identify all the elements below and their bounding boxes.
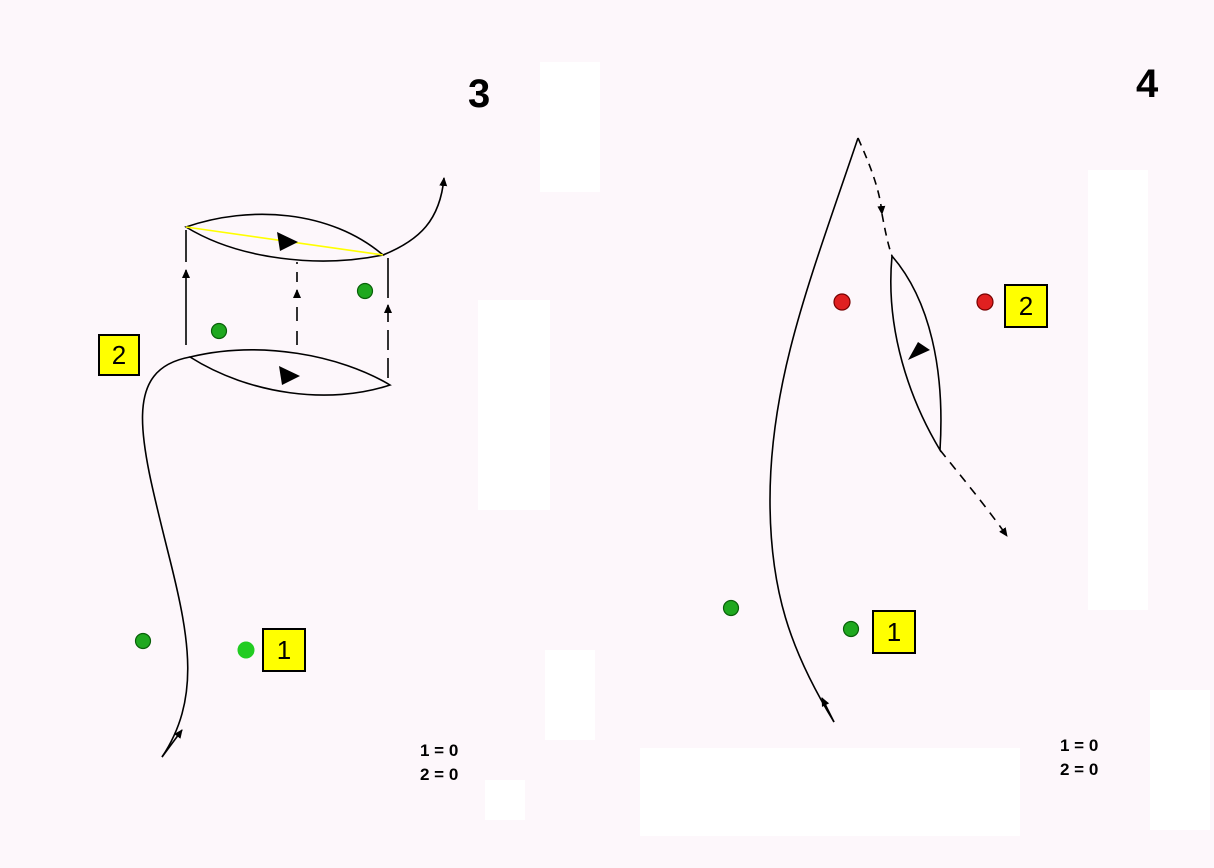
score-line-2: 2 = 0 (1060, 760, 1099, 779)
background-patch (640, 748, 1020, 836)
track-arrow (821, 697, 835, 723)
background-patch (545, 650, 595, 740)
dashed-track (857, 137, 886, 215)
score-line-1: 1 = 0 (1060, 736, 1099, 755)
exit-track (382, 177, 448, 256)
score-line-2: 2 = 0 (420, 765, 459, 784)
green-buoy (356, 282, 374, 300)
dashed-track (881, 213, 893, 257)
track-line (769, 137, 859, 723)
green-buoy (842, 620, 860, 638)
background-patch (478, 300, 550, 510)
red-buoy (833, 293, 851, 311)
red-buoy (976, 293, 994, 311)
background-patch (540, 62, 600, 192)
panel-number: 3 (468, 72, 491, 116)
green-buoy (210, 322, 228, 340)
background-patch (1088, 170, 1148, 610)
track-line (141, 356, 191, 758)
direction-arrowhead-icon (279, 366, 300, 385)
panel-number: 4 (1136, 62, 1159, 106)
direction-arrowhead-icon (908, 342, 930, 360)
track-arrow (161, 729, 183, 758)
score-line-1: 1 = 0 (420, 741, 459, 760)
green-buoy (722, 599, 740, 617)
green-buoy (237, 641, 255, 659)
green-buoy (134, 632, 152, 650)
mark-label-2: 2 (98, 334, 140, 376)
background-patch (485, 780, 525, 820)
background-patch (1150, 690, 1210, 830)
direction-arrowhead-icon (277, 232, 298, 251)
mark-label-1: 1 (262, 628, 306, 672)
lens-lower (187, 349, 392, 396)
mark-label-1: 1 (872, 610, 916, 654)
mark-label-2: 2 (1004, 284, 1048, 328)
dashed-exit (939, 449, 1008, 537)
